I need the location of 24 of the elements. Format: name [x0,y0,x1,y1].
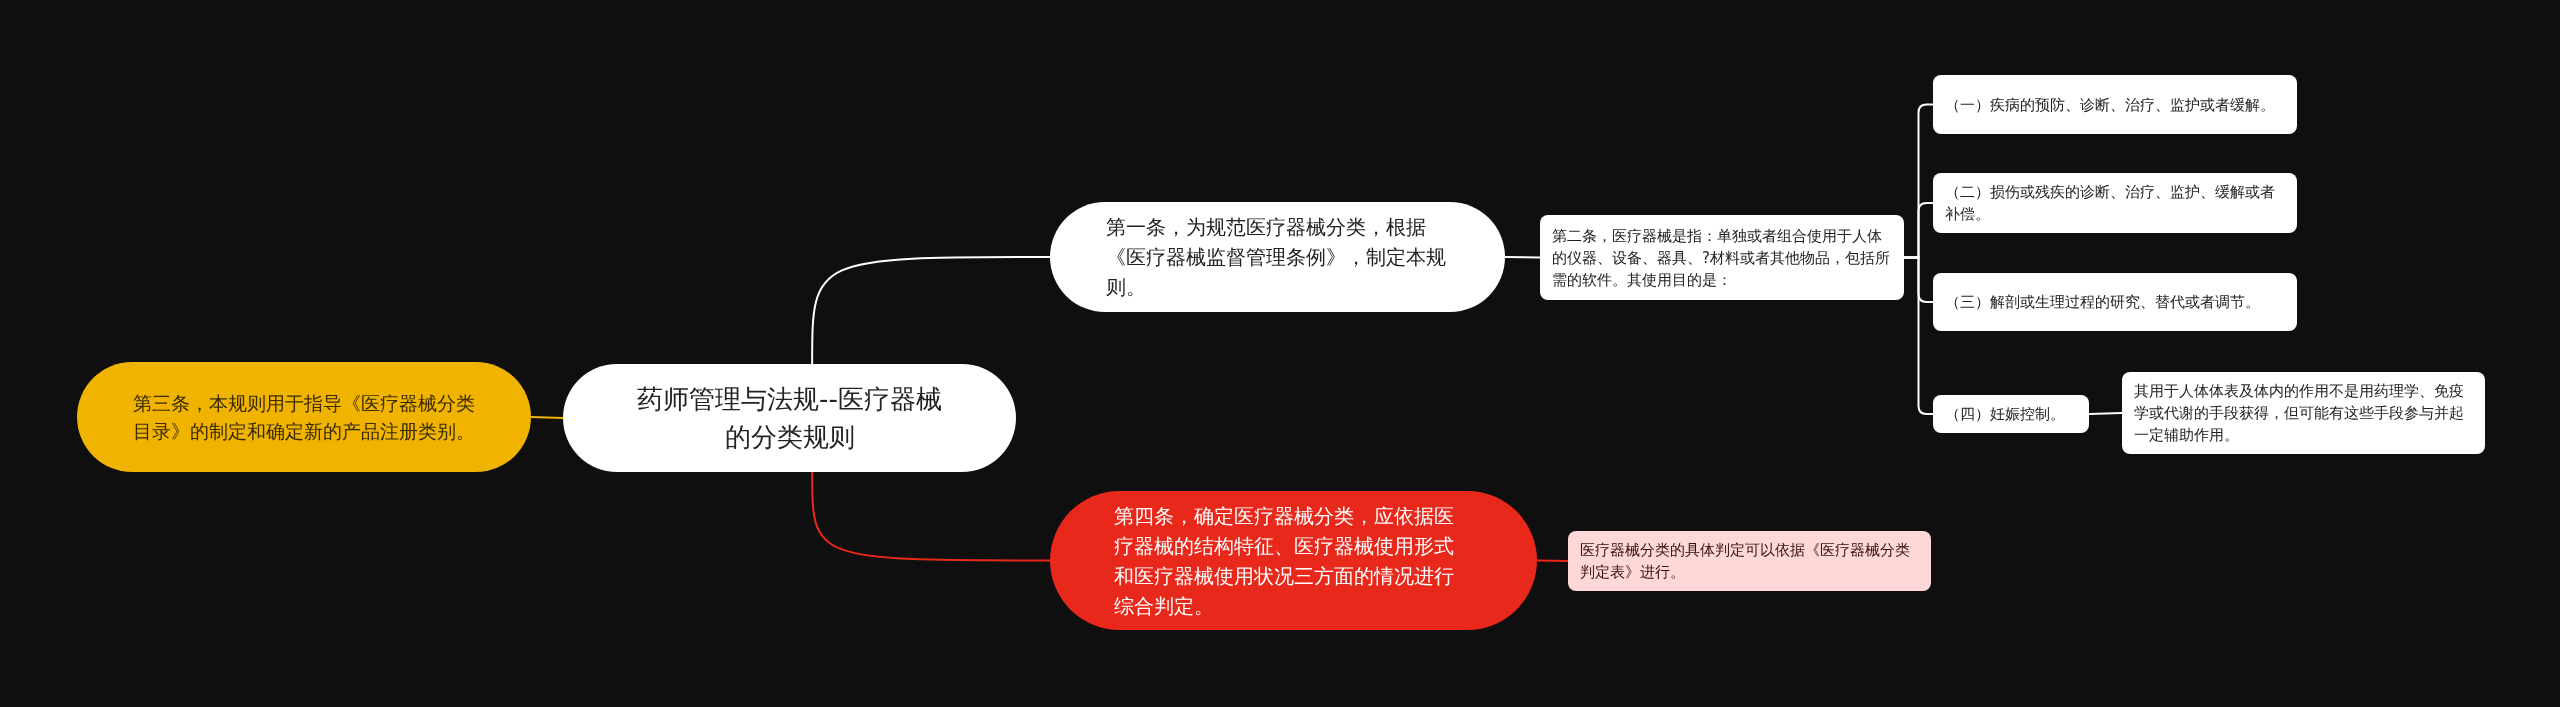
node-text: 第三条，本规则用于指导《医疗器械分类目录》的制定和确定新的产品注册类别。 [133,391,475,444]
connector-line [1504,256,1541,259]
subtopic-box [1933,395,2089,433]
subtopic-box [1568,531,1931,591]
node-text: 第四条，确定医疗器械分类，应依据医疗器械的结构特征、医疗器械使用形式和医疗器械使用状况三方面的情况进行综合判定。 [1114,502,1455,620]
connector-line [2088,412,2123,415]
connector-line [811,256,1051,365]
subtopic-box [1933,75,2297,134]
subtopic-box [1933,273,2297,331]
subtopic-box [2122,372,2485,454]
node-text: （一）疾病的预防、诊断、治疗、监护或者缓解。 [1945,94,2276,116]
connector-line [811,471,1051,562]
node-text: 医疗器械分类的具体判定可以依据《医疗器械分类判定表》进行。 [1580,540,1911,583]
node-text: （四）妊娠控制。 [1945,404,2066,425]
subtopic-box [1933,173,2297,233]
connector-line [530,416,564,419]
node-text: 第一条，为规范医疗器械分类，根据《医疗器械监督管理条例》，制定本规则。 [1106,214,1447,301]
node-text: （三）解剖或生理过程的研究、替代或者调节。 [1945,292,2261,313]
node-text: 其用于人体体表及体内的作用不是用药理学、免疫学或代谢的手段获得，但可能有这些手段参与并起一定辅助作用。 [2134,381,2465,446]
node-text: 药师管理与法规--医疗器械的分类规则 [636,383,943,454]
node-text: 第二条，医疗器械是指：单独或者组合使用于人体的仪器、设备、器具、?材料或者其他物品，包括所需的软件。其使用目的是： [1552,225,1891,291]
node-text: （二）损伤或残疾的诊断、治疗、监护、缓解或者补偿。 [1945,182,2276,225]
connector-line [1536,559,1569,562]
subtopic-box [1540,215,1904,300]
